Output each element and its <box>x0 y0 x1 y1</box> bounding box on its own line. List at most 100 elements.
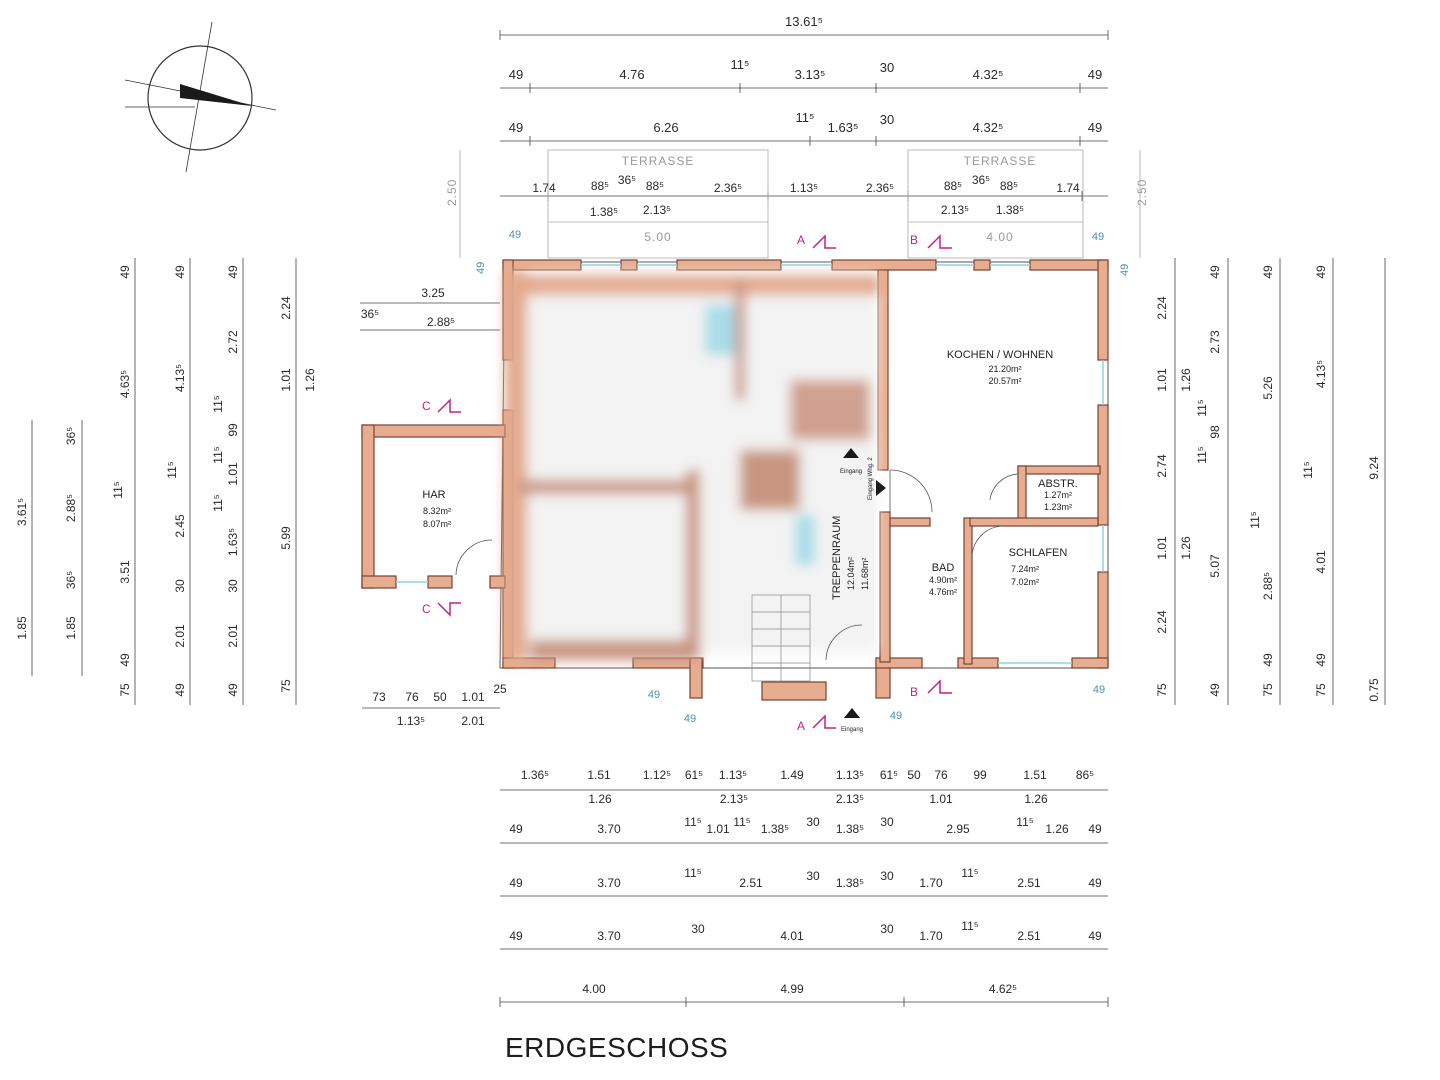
dim-value: 4.13⁵ <box>1314 360 1328 388</box>
dim-value: 3.70 <box>597 929 621 943</box>
room-name: SCHLAFEN <box>1009 547 1068 559</box>
redacted-region <box>505 270 880 662</box>
dim-row-b4: 49 3.70 30 4.01 30 1.70 11⁵ 2.51 49 <box>509 919 1102 943</box>
room-name: BAD <box>932 562 955 574</box>
dim-value: 1.38⁵ <box>996 203 1024 217</box>
dim-value: 49 <box>118 265 132 279</box>
room-area-1: 1.27m² <box>1044 490 1072 500</box>
dim-value: 1.38⁵ <box>761 822 789 836</box>
dim-value: 4.32⁵ <box>973 67 1004 82</box>
dim-row-1: 49 4.76 11⁵ 3.13⁵ 30 4.32⁵ 49 <box>509 57 1102 82</box>
dim-value: 1.13⁵ <box>397 714 425 728</box>
wall-thickness: 49 <box>890 710 902 722</box>
wall-thickness: 49 <box>1119 264 1131 276</box>
dim-value: 11⁵ <box>165 461 179 478</box>
wall-thickness: 49 <box>475 262 487 274</box>
dim-value: 30 <box>880 60 894 75</box>
top-dimensions: 13.61⁵ 49 4.76 11⁵ 3.13⁵ 30 4.32⁵ 49 49 … <box>509 14 1102 219</box>
dim-value: 61⁵ <box>880 768 898 782</box>
dim-value: 36⁵ <box>972 173 990 187</box>
dim-value: 3.70 <box>597 876 621 890</box>
dim-value: 6.26 <box>653 120 678 135</box>
dim-value: 4.99 <box>780 982 804 996</box>
dim-value: 2.13⁵ <box>941 203 969 217</box>
wall-thickness: 49 <box>1093 684 1105 696</box>
wall-thickness: 49 <box>648 689 660 701</box>
dim-value: 2.13⁵ <box>836 792 864 806</box>
dim-value: 2.88⁵ <box>64 494 78 522</box>
dimension-lines-left <box>31 258 500 709</box>
dim-value: 11⁵ <box>1195 399 1209 416</box>
dim-value: 49 <box>1088 67 1102 82</box>
doors <box>455 469 1019 661</box>
windows <box>396 264 1104 664</box>
dim-total-width: 13.61⁵ <box>785 14 823 29</box>
entrance-side-label: Eingang Whg. 2 <box>868 457 874 500</box>
dim-value: 4.62⁵ <box>989 982 1017 996</box>
dim-value: 49 <box>226 265 240 279</box>
dim-value: 36⁵ <box>361 307 379 321</box>
dim-value: 1.13⁵ <box>790 181 818 195</box>
room-name: HAR <box>422 489 445 501</box>
dim-value: 2.72 <box>226 330 240 354</box>
dim-value: 1.01 <box>279 368 293 392</box>
north-arrow-icon <box>124 21 277 173</box>
section-label-a: A <box>797 719 805 733</box>
dim-value: 30 <box>880 815 894 829</box>
dim-value: 49 <box>1088 929 1102 943</box>
dim-value: 30 <box>880 112 894 127</box>
dim-value: 1.51 <box>587 768 611 782</box>
dim-value: 1.01 <box>1155 536 1169 560</box>
room-area-2: 11.68m² <box>860 558 870 590</box>
room-area-2: 4.76m² <box>929 587 957 597</box>
dimension-lines-top <box>499 30 1109 201</box>
dim-value: 2.24 <box>279 296 293 320</box>
dim-value: 2.51 <box>1017 929 1041 943</box>
dim-value: 5.26 <box>1261 376 1275 400</box>
room-name: TREPPENRAUM <box>831 516 843 600</box>
dim-value: 3.51 <box>118 560 132 584</box>
dim-row-b2: 49 3.70 11⁵ 1.01 11⁵ 1.38⁵ 30 1.38⁵ 30 2… <box>509 815 1102 836</box>
dim-value: 30 <box>173 579 187 593</box>
dim-value: 1.74 <box>1056 181 1080 195</box>
dim-value: 1.26 <box>588 792 612 806</box>
dim-value: 49 <box>1208 683 1222 697</box>
room-area-1: 7.24m² <box>1011 564 1039 574</box>
wall-thickness: 49 <box>1092 231 1104 243</box>
dim-value: 61⁵ <box>685 768 703 782</box>
dim-value: 36⁵ <box>64 427 78 445</box>
dim-value: 11⁵ <box>1016 815 1033 829</box>
dim-value: 49 <box>226 683 240 697</box>
dim-value: 88⁵ <box>646 179 664 193</box>
dim-value: 1.26 <box>1179 368 1193 392</box>
room-area-1: 8.32m² <box>423 506 451 516</box>
bottom-dimensions: 1.36⁵ 1.51 1.12⁵ 61⁵ 1.13⁵ 1.49 1.13⁵ 61… <box>509 768 1102 996</box>
dim-value: 98 <box>1208 425 1222 439</box>
dim-value: 1.12⁵ <box>643 768 671 782</box>
dim-value: 1.74 <box>532 181 556 195</box>
room-kochen-wohnen: KOCHEN / WOHNEN 21.20m² 20.57m² <box>947 349 1053 386</box>
dim-value: 3.70 <box>597 822 621 836</box>
dim-value: 49 <box>1261 653 1275 667</box>
dim-value: 1.01 <box>929 792 953 806</box>
wall-thickness: 49 <box>509 229 521 241</box>
dim-value: 11⁵ <box>1301 461 1315 478</box>
section-label-c: C <box>422 399 431 413</box>
dim-value: 2.24 <box>1155 610 1169 634</box>
dim-value: 11⁵ <box>733 815 750 829</box>
dimension-lines-bottom <box>499 789 1109 1007</box>
dim-value: 49 <box>1088 876 1102 890</box>
dim-value: 88⁵ <box>1000 179 1018 193</box>
dim-value: 88⁵ <box>944 179 962 193</box>
dim-value: 1.85 <box>15 616 29 640</box>
dim-value: 4.01 <box>1314 550 1328 574</box>
dim-value: 2.88⁵ <box>427 315 455 329</box>
dim-value: 49 <box>509 929 523 943</box>
dim-value: 11⁵ <box>211 446 225 463</box>
room-bad: BAD 4.90m² 4.76m² <box>929 562 957 597</box>
dimension-lines-right <box>1174 258 1386 705</box>
dim-value: 1.51 <box>1023 768 1047 782</box>
dim-value: 1.26 <box>1045 822 1069 836</box>
dim-value: 4.76 <box>619 67 644 82</box>
entrance-marker: Eingang Eingang Eingang Whg. 2 <box>840 448 886 733</box>
